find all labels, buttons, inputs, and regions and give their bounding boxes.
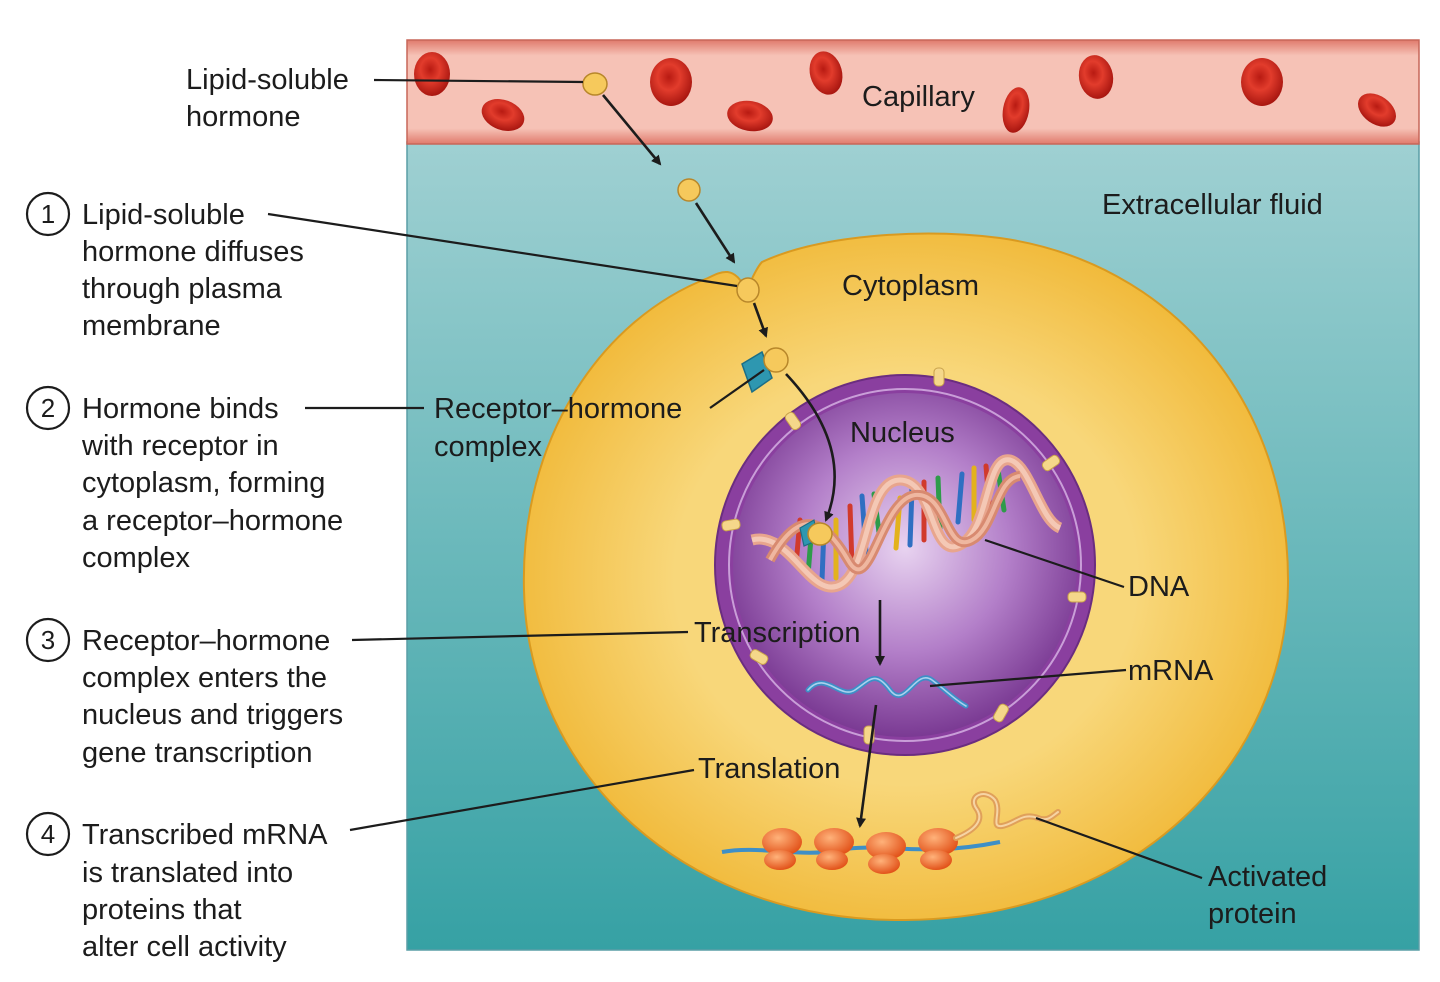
hormone-molecule-membrane bbox=[736, 277, 760, 303]
step-2-marker bbox=[25, 385, 71, 431]
step-3-text: Receptor–hormone complex enters the nucl… bbox=[82, 625, 351, 769]
ribosome-3 bbox=[866, 832, 906, 874]
nucleus-label: Nucleus bbox=[850, 417, 955, 449]
step-4-marker bbox=[25, 811, 71, 857]
hormone-on-dna bbox=[799, 519, 833, 547]
step-2-number: 2 bbox=[41, 393, 55, 423]
receptor-hormone-complex-label: Receptor–hormone complex bbox=[434, 393, 690, 463]
hormone-molecule-capillary bbox=[582, 72, 608, 96]
capillary-label: Capillary bbox=[862, 81, 975, 113]
step-2-text: Hormone binds with receptor in cytoplasm… bbox=[81, 393, 351, 574]
hormone-molecule-ecf bbox=[677, 178, 701, 202]
transcription-label: Transcription bbox=[694, 617, 861, 649]
lipid-soluble-hormone-label: Lipid-soluble hormone bbox=[186, 64, 357, 133]
activated-protein-label: Activated protein bbox=[1208, 861, 1335, 930]
dna-helix bbox=[750, 454, 1063, 593]
step-3-number: 3 bbox=[41, 625, 55, 655]
leader-lines bbox=[267, 78, 1203, 880]
red-blood-cells bbox=[414, 51, 1396, 133]
step-1-text: Lipid-soluble hormone diffuses through p… bbox=[82, 199, 312, 342]
nuclear-pores bbox=[721, 367, 1087, 745]
capillary-vessel bbox=[406, 39, 1420, 145]
step-1-number: 1 bbox=[41, 199, 55, 229]
step-markers bbox=[25, 191, 71, 857]
translation-label: Translation bbox=[698, 753, 840, 785]
step-3-marker bbox=[25, 617, 71, 663]
step-4-number: 4 bbox=[41, 819, 55, 849]
hormone-path bbox=[582, 72, 885, 828]
mrna-label: mRNA bbox=[1128, 655, 1214, 687]
dna-label: DNA bbox=[1128, 571, 1190, 603]
cytoplasm-label: Cytoplasm bbox=[842, 270, 979, 302]
step-1-marker bbox=[25, 191, 71, 237]
ribosome-1 bbox=[762, 828, 802, 870]
extracellular-fluid-label: Extracellular fluid bbox=[1102, 189, 1323, 221]
step-4-text: Transcribed mRNA is translated into prot… bbox=[82, 819, 334, 963]
ribosome-4 bbox=[918, 828, 958, 870]
receptor-hormone-complex bbox=[741, 347, 789, 394]
ribosome-2 bbox=[814, 828, 854, 870]
